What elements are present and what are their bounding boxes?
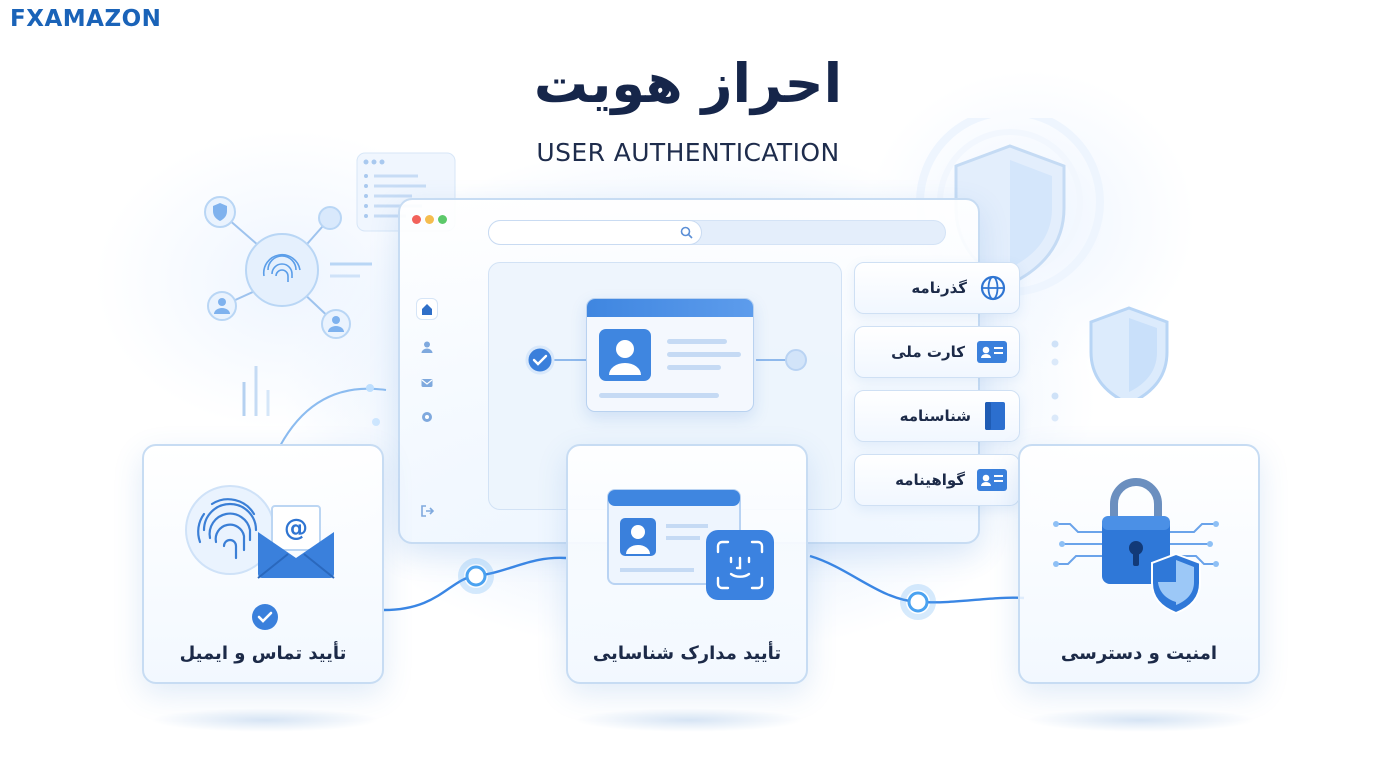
search-icon (680, 226, 693, 239)
document-label: گذرنامه (911, 279, 967, 297)
brand-name: AMAZON (44, 6, 162, 32)
document-label: شناسنامه (899, 407, 971, 425)
id-card-icon (977, 341, 1007, 363)
document-option-driver-license[interactable]: گواهینامه (854, 454, 1020, 506)
network-diagram (204, 196, 372, 339)
brand-prefix: FX (10, 6, 45, 32)
window-minimize-button[interactable] (425, 215, 434, 224)
id-card-preview (586, 298, 754, 412)
mail-icon[interactable] (416, 372, 438, 394)
dots-decoration (1051, 340, 1059, 422)
flow-node (465, 565, 487, 587)
check-icon (525, 345, 555, 375)
globe-icon (980, 275, 1006, 301)
document-label: کارت ملی (891, 343, 965, 361)
envelope-icon: @ (257, 505, 335, 579)
license-card-icon (977, 469, 1007, 491)
svg-text:@: @ (284, 514, 308, 542)
document-option-birth-certificate[interactable]: شناسنامه (854, 390, 1020, 442)
card-shadow (150, 708, 380, 732)
face-id-icon (706, 530, 774, 600)
user-avatar-icon (599, 329, 651, 381)
document-label: گواهینامه (895, 471, 965, 489)
document-option-passport[interactable]: گذرنامه (854, 262, 1020, 314)
gear-icon[interactable] (416, 406, 438, 428)
card-label: تأیید مدارک شناسایی (592, 643, 782, 664)
small-shield-icon (1089, 306, 1169, 398)
search-field[interactable] (488, 220, 702, 245)
card-identity-documents-verification[interactable]: تأیید مدارک شناسایی (566, 444, 808, 684)
card-label: تأیید تماس و ایمیل (179, 643, 347, 664)
arc-decoration (242, 366, 387, 447)
user-icon[interactable] (416, 336, 438, 358)
connector-line (525, 345, 807, 375)
brand-logo: FXAMAZON (10, 6, 161, 32)
card-label: امنیت و دسترسی (1060, 643, 1218, 664)
logout-icon[interactable] (416, 500, 438, 522)
window-maximize-button[interactable] (438, 215, 447, 224)
document-option-national-id[interactable]: کارت ملی (854, 326, 1020, 378)
padlock-icon (1053, 478, 1219, 584)
card-shadow (1026, 708, 1256, 732)
flow-node (907, 591, 929, 613)
card-contact-email-verification[interactable]: @ تأیید تماس و ایمیل (142, 444, 384, 684)
shield-icon (1151, 552, 1201, 615)
page-subtitle: USER AUTHENTICATION (536, 138, 840, 167)
check-icon (252, 604, 278, 630)
window-close-button[interactable] (412, 215, 421, 224)
page-title: احراز هویت (533, 52, 843, 115)
card-security-access[interactable]: امنیت و دسترسی (1018, 444, 1260, 684)
card-shadow (574, 708, 804, 732)
flow-connector (383, 554, 1025, 620)
home-icon[interactable] (416, 298, 438, 320)
booklet-icon (985, 402, 1005, 430)
